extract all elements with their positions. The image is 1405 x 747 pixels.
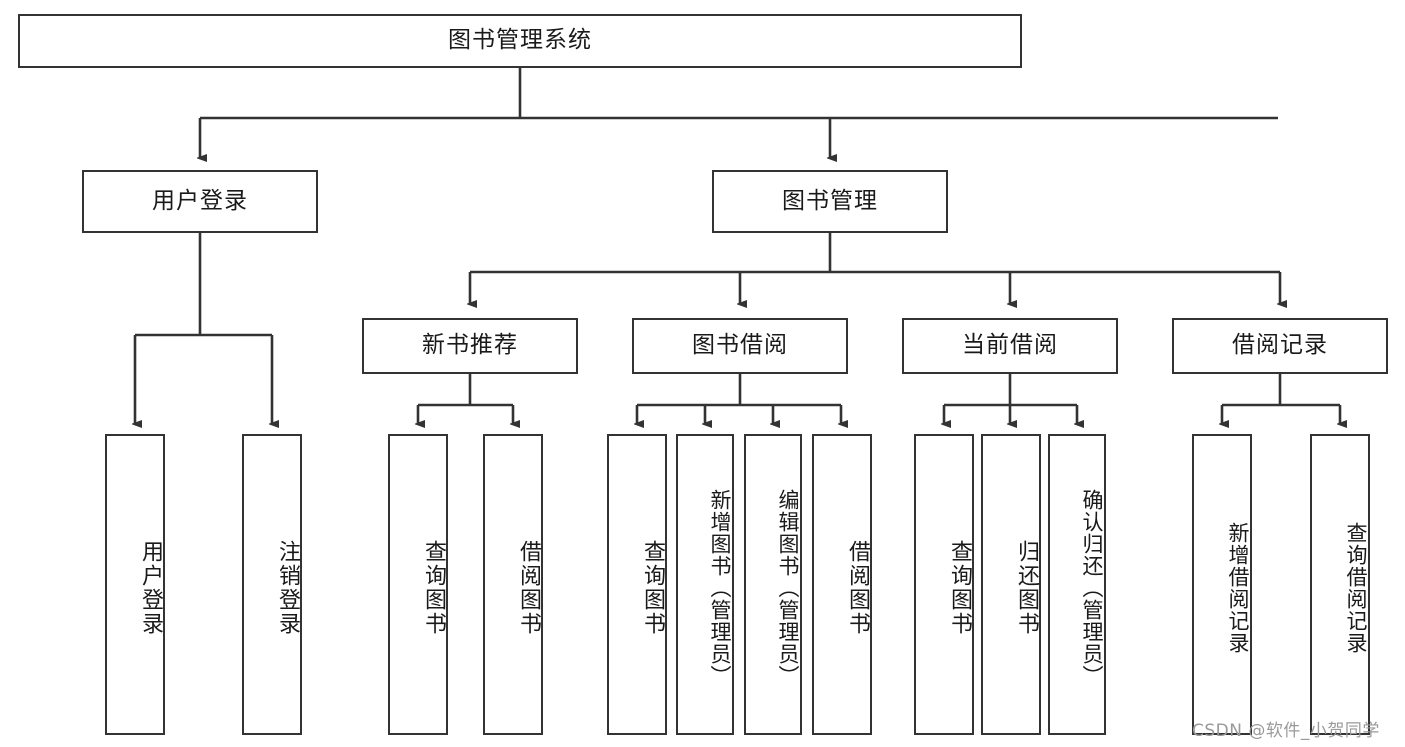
node-borrow-record[interactable]: 借阅记录 [1172, 318, 1388, 374]
node-book-manage[interactable]: 图书管理 [712, 170, 948, 233]
leaf-recommend-query-book[interactable]: 查询图书 [388, 434, 448, 735]
node-root[interactable]: 图书管理系统 [18, 14, 1022, 68]
leaf-user-login[interactable]: 用户登录 [105, 434, 165, 735]
leaf-record-add-record[interactable]: 新增借阅记录 [1192, 434, 1252, 735]
node-book-borrow[interactable]: 图书借阅 [632, 318, 848, 374]
node-user-login[interactable]: 用户登录 [82, 170, 318, 233]
leaf-borrow-add-book[interactable]: 新增图书（管理员） [676, 434, 734, 735]
leaf-current-return-book[interactable]: 归还图书 [981, 434, 1041, 735]
watermark: CSDN @软件_小贺同学 [1192, 721, 1380, 741]
leaf-borrow-query-book[interactable]: 查询图书 [607, 434, 667, 735]
node-new-book-recommend[interactable]: 新书推荐 [362, 318, 578, 374]
leaf-current-query-book[interactable]: 查询图书 [914, 434, 974, 735]
leaf-record-query-record[interactable]: 查询借阅记录 [1310, 434, 1370, 735]
node-current-borrow[interactable]: 当前借阅 [902, 318, 1118, 374]
leaf-current-confirm-return[interactable]: 确认归还（管理员） [1048, 434, 1106, 735]
leaf-borrow-borrow-book[interactable]: 借阅图书 [812, 434, 872, 735]
leaf-recommend-borrow-book[interactable]: 借阅图书 [483, 434, 543, 735]
leaf-borrow-edit-book[interactable]: 编辑图书（管理员） [744, 434, 802, 735]
leaf-user-logout[interactable]: 注销登录 [242, 434, 302, 735]
